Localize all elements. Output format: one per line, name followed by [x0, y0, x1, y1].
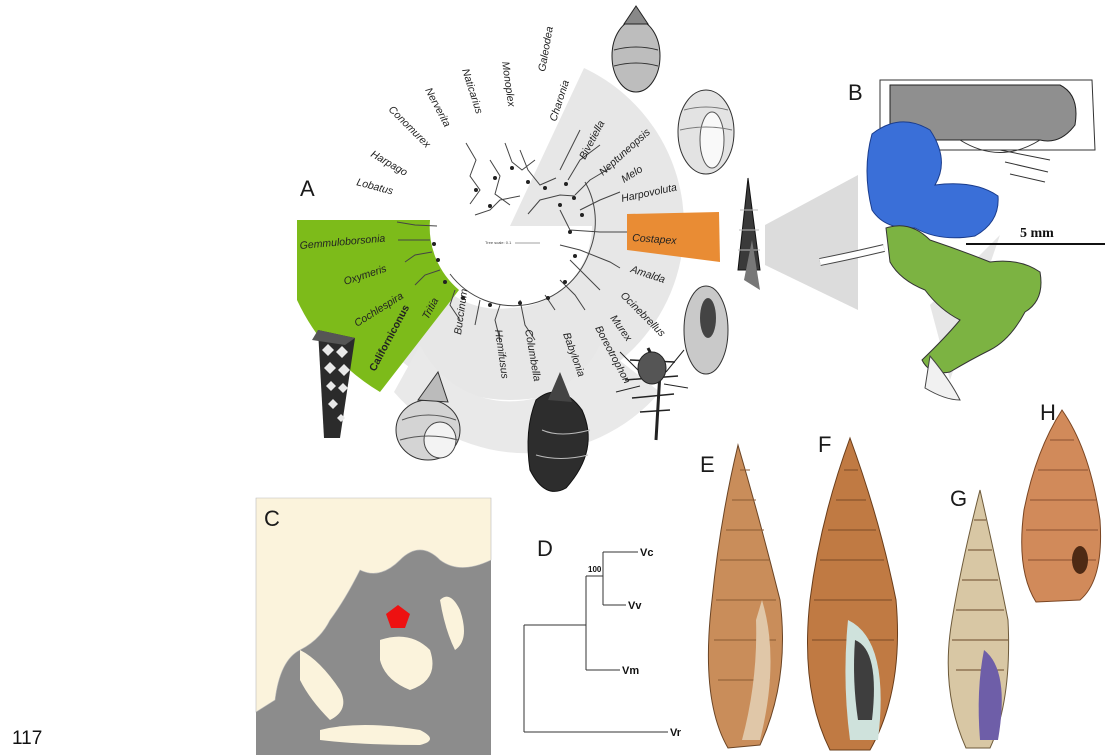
- panel-label-f: F: [818, 432, 831, 458]
- green-gland-shape: [886, 226, 1041, 373]
- panel-b-connector: [765, 175, 858, 310]
- tree-scale-label: Tree scale: 0.1: [485, 240, 512, 245]
- taxon-label-4: Naticarius: [459, 67, 485, 116]
- panel-label-e: E: [700, 452, 715, 478]
- cone-shell-icon: [312, 330, 355, 438]
- olive-shell-icon: [684, 286, 728, 374]
- page-number: 117: [12, 728, 42, 750]
- shell-photo-f: [808, 438, 898, 750]
- tree-tip-label-0: Vc: [640, 547, 653, 559]
- taxon-label-3: Nerverita: [422, 86, 453, 129]
- panel-label-d: D: [537, 536, 553, 562]
- panel-b-anatomy: [765, 80, 1105, 400]
- taxon-label-6: Galeodea: [536, 25, 556, 72]
- taxon-label-1: Harpago: [369, 148, 410, 179]
- panel-d-tree: [524, 552, 668, 732]
- panel-label-a: A: [300, 176, 315, 202]
- tree-tip-label-2: Vm: [622, 665, 639, 677]
- panel-label-c: C: [264, 506, 280, 532]
- scale-bar-label: 5 mm: [1020, 226, 1054, 242]
- taxon-label-5: Monoplex: [499, 61, 517, 108]
- panel-label-g: G: [950, 486, 967, 512]
- taxon-label-0: Lobatus: [355, 176, 395, 197]
- tree-tip-label-3: Vr: [670, 727, 682, 739]
- shell-photo-g: [948, 490, 1008, 748]
- taxon-label-2: Conomurex: [386, 104, 433, 151]
- panel-label-h: H: [1040, 400, 1056, 426]
- bonnet-shell-icon: [612, 6, 660, 92]
- tree-tip-label-1: Vv: [628, 600, 642, 612]
- panel-label-b: B: [848, 80, 863, 106]
- shell-photo-e: [708, 445, 782, 748]
- shell-photo-h: [1022, 410, 1101, 602]
- volute-shell-icon: [678, 90, 734, 174]
- support-value: 100: [588, 565, 602, 574]
- panel-c-map: [256, 498, 491, 755]
- turrid-shell-icon: [738, 178, 760, 290]
